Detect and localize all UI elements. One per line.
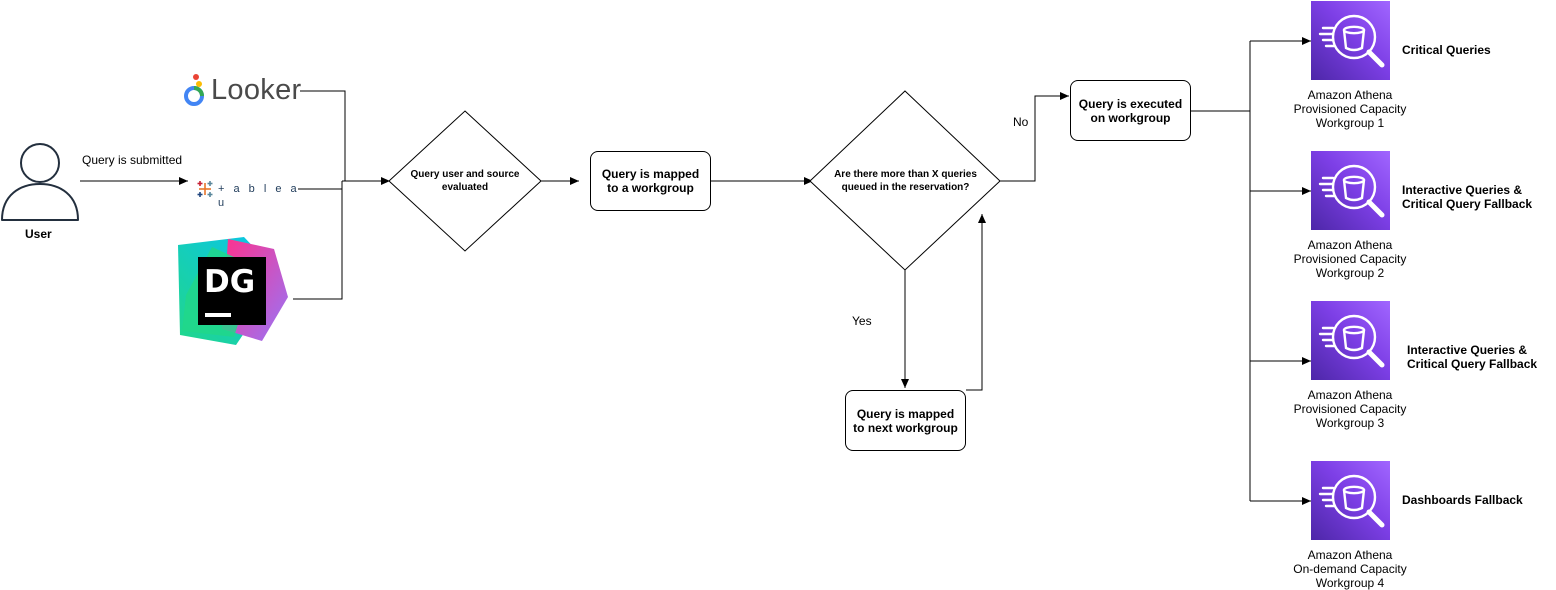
workgroup-2-caption: Amazon Athena Provisioned Capacity Workg… <box>1293 238 1407 280</box>
evaluate-diamond <box>388 110 542 252</box>
edge-looker-to-evaluate <box>300 90 346 181</box>
decision-diamond-label: Are there more than X queries queued in … <box>834 168 977 193</box>
workgroup-3-caption: Amazon Athena Provisioned Capacity Workg… <box>1293 388 1407 430</box>
tableau-logo-text: + a b l e a u <box>218 183 300 209</box>
workgroup-4-role: Dashboards Fallback <box>1402 493 1523 507</box>
evaluate-diamond-label: Query user and source evaluated <box>410 169 520 193</box>
looker-logo: Looker <box>182 72 302 108</box>
mapped-to-workgroup-box: Query is mapped to a workgroup <box>590 151 711 211</box>
workgroup-2-role: Interactive Queries & Critical Query Fal… <box>1402 183 1533 211</box>
workgroup-1-caption: Amazon Athena Provisioned Capacity Workg… <box>1293 88 1407 130</box>
workgroup-1-role: Critical Queries <box>1402 43 1491 57</box>
athena-glyph <box>1318 14 1385 68</box>
edge-datagrip-to-evaluate <box>293 181 343 300</box>
looker-logo-text: Looker <box>211 74 302 106</box>
yes-branch-label: Yes <box>852 314 872 328</box>
workgroup-3-role: Interactive Queries & Critical Query Fal… <box>1407 343 1538 371</box>
decision-diamond <box>809 90 1001 271</box>
athena-glyph <box>1318 314 1385 368</box>
tableau-logo: + a b l e a u <box>196 180 300 209</box>
edge-decision-no <box>1000 92 1069 182</box>
amazon-athena-icon <box>1311 301 1390 380</box>
next-workgroup-box: Query is mapped to next workgroup <box>845 390 966 451</box>
athena-glyph <box>1318 474 1385 528</box>
workgroup-4-caption: Amazon Athena On-demand Capacity Workgro… <box>1293 548 1407 590</box>
datagrip-logo: DG <box>178 237 288 345</box>
query-submitted-label: Query is submitted <box>82 153 183 167</box>
athena-glyph <box>1318 164 1385 218</box>
amazon-athena-icon <box>1311 151 1390 230</box>
amazon-athena-icon <box>1311 1 1390 80</box>
looker-logo-mark <box>184 74 204 106</box>
user-icon <box>1 143 79 221</box>
edge-next-back-to-decision <box>966 214 986 391</box>
executed-on-workgroup-box: Query is executed on workgroup <box>1070 80 1191 141</box>
user-label: User <box>25 227 52 241</box>
amazon-athena-icon <box>1311 461 1390 540</box>
tableau-logo-mark <box>197 181 213 197</box>
no-branch-label: No <box>1013 115 1029 129</box>
datagrip-logo-text: DG <box>204 264 255 300</box>
